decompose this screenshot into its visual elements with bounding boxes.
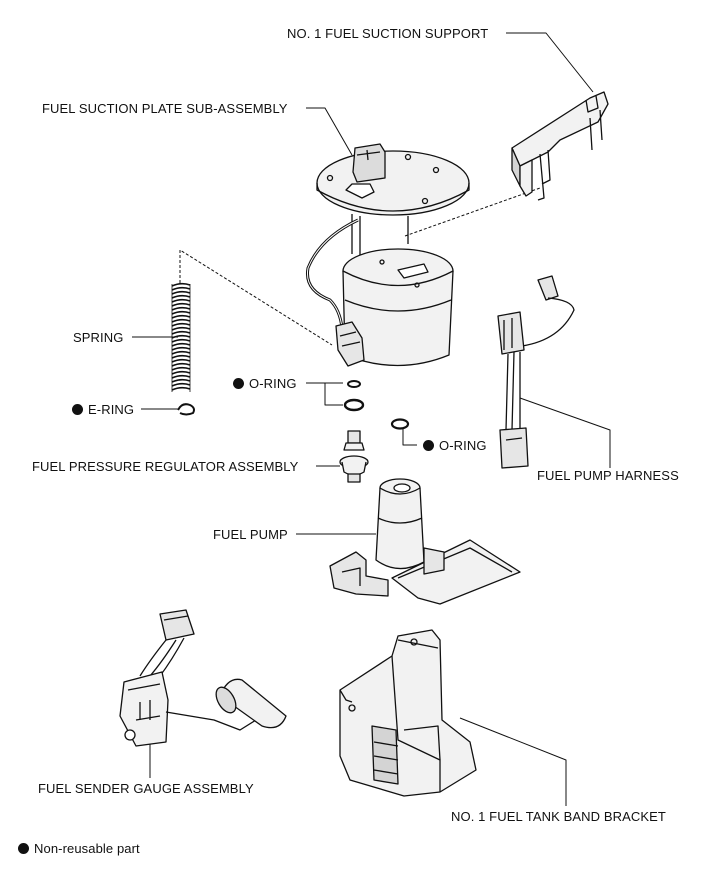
fuel-tank-band-bracket-part: [339, 629, 477, 797]
o-ring-small: [347, 380, 361, 388]
label-no1-fuel-suction-support: NO. 1 FUEL SUCTION SUPPORT: [287, 26, 489, 41]
spring-coil: [171, 282, 191, 391]
label-o-ring-right: O-RING: [423, 438, 487, 453]
leader-suction-plate: [306, 107, 353, 156]
label-spring: SPRING: [73, 330, 124, 345]
leader-o-ring-right: [402, 429, 417, 446]
fuel-sender-gauge-part: [119, 609, 287, 747]
non-reusable-dot-icon: [423, 440, 434, 451]
o-ring-parts: [343, 380, 410, 430]
o-ring-right: [390, 418, 410, 430]
alignment-line-support: [404, 187, 541, 237]
alignment-line-spring: [179, 249, 333, 346]
fuel-pump-harness-part: [497, 275, 575, 469]
e-ring-part: [177, 403, 195, 416]
label-e-ring-text: E-RING: [88, 402, 135, 417]
label-fuel-sender-gauge: FUEL SENDER GAUGE ASSEMBLY: [38, 781, 254, 796]
label-o-ring-upper: O-RING: [233, 376, 297, 391]
legend-dot-icon: [18, 843, 29, 854]
label-fuel-pump-harness: FUEL PUMP HARNESS: [537, 468, 679, 483]
non-reusable-dot-icon: [72, 404, 83, 415]
spring-outline: [171, 284, 191, 392]
leader-band-bracket: [459, 717, 567, 806]
leader-suction-support: [506, 32, 594, 93]
o-ring-large: [343, 398, 365, 412]
label-fuel-suction-plate: FUEL SUCTION PLATE SUB-ASSEMBLY: [42, 101, 288, 116]
spring-part: [171, 282, 191, 392]
legend: Non-reusable part: [18, 841, 140, 856]
leader-lines: [132, 32, 611, 806]
label-o-ring-right-text: O-RING: [439, 438, 487, 453]
label-e-ring: E-RING: [72, 402, 134, 417]
legend-text: Non-reusable part: [34, 841, 140, 856]
fuel-pressure-regulator-part: [339, 430, 369, 483]
label-fuel-pump: FUEL PUMP: [213, 527, 288, 542]
fuel-suction-plate-part: [305, 143, 470, 367]
fuel-pump-part: [329, 478, 521, 605]
fuel-suction-support-part: [511, 91, 609, 201]
label-o-ring-upper-text: O-RING: [249, 376, 297, 391]
label-fuel-pressure-regulator: FUEL PRESSURE REGULATOR ASSEMBLY: [32, 459, 299, 474]
leader-harness: [519, 397, 611, 468]
label-no1-fuel-tank-band-bracket: NO. 1 FUEL TANK BAND BRACKET: [451, 809, 666, 824]
non-reusable-dot-icon: [233, 378, 244, 389]
leader-o-ring-large: [324, 383, 343, 406]
